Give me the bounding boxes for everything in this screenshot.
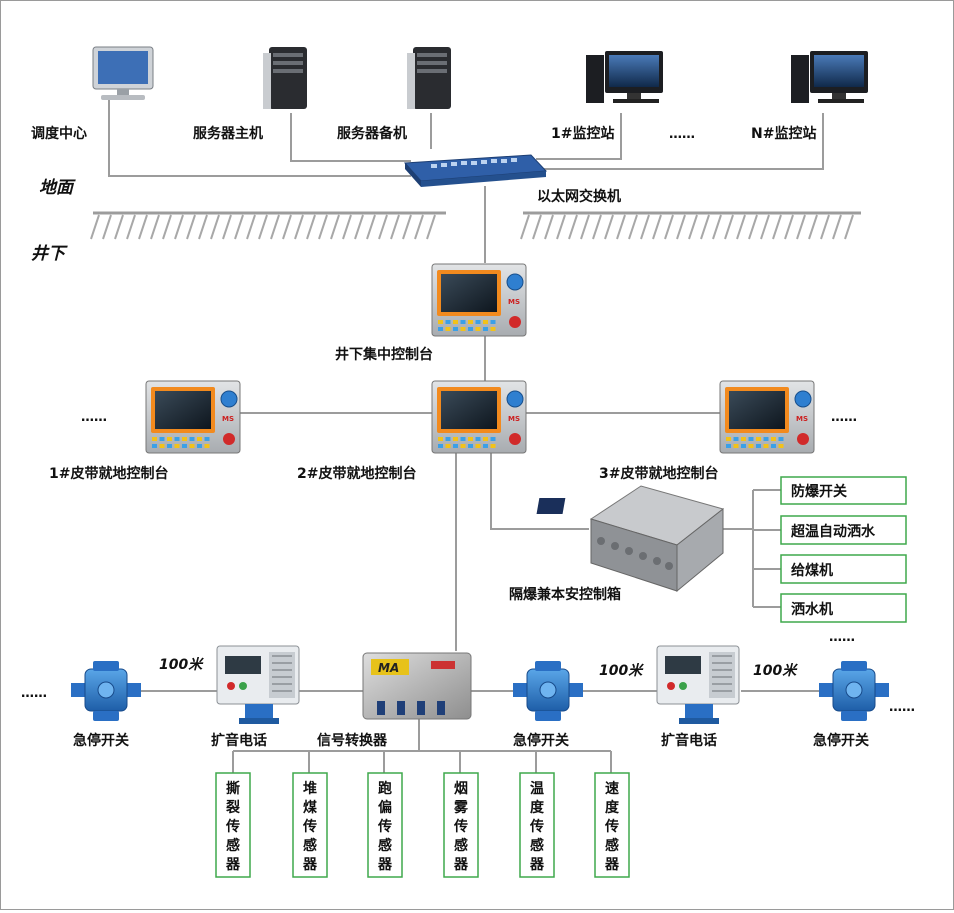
- output-box-3: 洒水机: [780, 593, 907, 623]
- ethernet-switch-label: 以太网交换机: [537, 188, 621, 205]
- estop-right-icon: [819, 661, 889, 721]
- sensor-label-3: 烟雾传感器: [453, 781, 469, 873]
- sensor-label-5: 速度传感器: [604, 780, 620, 873]
- ground-surface-left: [90, 211, 446, 240]
- outputs-dots: ……: [829, 630, 855, 645]
- right-console-dots: ……: [831, 410, 857, 425]
- belt-line-dots-right: ……: [889, 700, 915, 715]
- sensor-label-1: 堆煤传感器: [302, 780, 318, 873]
- control-box-label: 隔爆兼本安控制箱: [509, 586, 621, 603]
- dispatch-center-label: 调度中心: [31, 125, 87, 142]
- sensor-label-0: 撕裂传感器: [225, 780, 241, 873]
- output-box-2: 给煤机: [780, 554, 907, 584]
- svg-text:MS: MS: [508, 415, 520, 423]
- central-console-label: 井下集中控制台: [335, 346, 433, 363]
- output-box-1: 超温自动洒水: [780, 515, 907, 545]
- connection-lines: [108, 96, 824, 773]
- signal-converter-label: 信号转换器: [317, 732, 388, 749]
- output-box-0: 防爆开关: [780, 476, 907, 505]
- estop-mid-label: 急停开关: [513, 732, 569, 749]
- svg-text:MS: MS: [796, 415, 808, 423]
- sensor-box-1: 堆煤传感器: [292, 772, 328, 878]
- distance-label-left: 100米: [159, 656, 204, 673]
- sensor-box-5: 速度传感器: [594, 772, 630, 878]
- station-n-label: N#监控站: [751, 125, 816, 142]
- output-label-3: 洒水机: [791, 601, 833, 618]
- left-console-dots: ……: [81, 410, 107, 425]
- svg-text:MS: MS: [508, 298, 520, 306]
- belt-3-console-icon: MS: [719, 380, 815, 454]
- estop-left-icon: [71, 661, 141, 721]
- phone-right-label: 扩音电话: [661, 732, 717, 749]
- estop-mid-icon: [513, 661, 583, 721]
- ground-surface-right: [520, 211, 861, 240]
- underground-zone-label: 井下: [31, 244, 68, 264]
- station-dots: ……: [669, 127, 695, 142]
- estop-right-label: 急停开关: [813, 732, 869, 749]
- output-label-2: 给煤机: [791, 562, 833, 579]
- converter-brand-mark: MA: [378, 661, 399, 675]
- server-backup-icon: [407, 47, 451, 109]
- sensor-group: 撕裂传感器 堆煤传感器 跑偏传感器 烟雾传感器 温度传感器 速度传感器: [215, 772, 630, 878]
- dispatch-center-monitor-icon: [92, 46, 154, 100]
- sensor-box-3: 烟雾传感器: [443, 772, 479, 878]
- server-main-label: 服务器主机: [193, 125, 263, 142]
- output-label-1: 超温自动洒水: [790, 523, 876, 540]
- station-n-pc-icon: [791, 51, 868, 103]
- sensor-label-2: 跑偏传感器: [377, 780, 393, 873]
- belt-1-console-icon: MS: [145, 380, 241, 454]
- server-backup-label: 服务器备机: [337, 125, 407, 142]
- ground-zone-label: 地面: [39, 178, 76, 198]
- sensor-box-4: 温度传感器: [519, 772, 555, 878]
- phone-left-icon: [216, 645, 300, 724]
- sensor-box-0: 撕裂传感器: [215, 772, 251, 878]
- output-label-0: 防爆开关: [791, 483, 847, 500]
- phone-right-icon: [656, 645, 740, 724]
- svg-text:MS: MS: [222, 415, 234, 423]
- sensor-label-4: 温度传感器: [529, 781, 545, 873]
- sensor-box-2: 跑偏传感器: [367, 772, 403, 878]
- central-console-icon: MS: [431, 263, 527, 337]
- ethernet-switch-icon: [403, 154, 548, 187]
- control-box-icon: [536, 485, 725, 593]
- belt-2-console-label: 2#皮带就地控制台: [297, 465, 416, 482]
- server-main-icon: [263, 47, 307, 109]
- signal-converter-icon: MA: [362, 652, 472, 720]
- belt-2-console-icon: MS: [431, 380, 527, 454]
- phone-left-label: 扩音电话: [211, 732, 267, 749]
- distance-label-right: 100米: [753, 662, 798, 679]
- distance-label-mid: 100米: [599, 662, 644, 679]
- belt-3-console-label: 3#皮带就地控制台: [599, 465, 718, 482]
- station-1-label: 1#监控站: [551, 125, 614, 142]
- belt-line-dots-left: ……: [21, 686, 47, 701]
- estop-left-label: 急停开关: [73, 732, 129, 749]
- belt-1-console-label: 1#皮带就地控制台: [49, 465, 168, 482]
- station-1-pc-icon: [586, 51, 663, 103]
